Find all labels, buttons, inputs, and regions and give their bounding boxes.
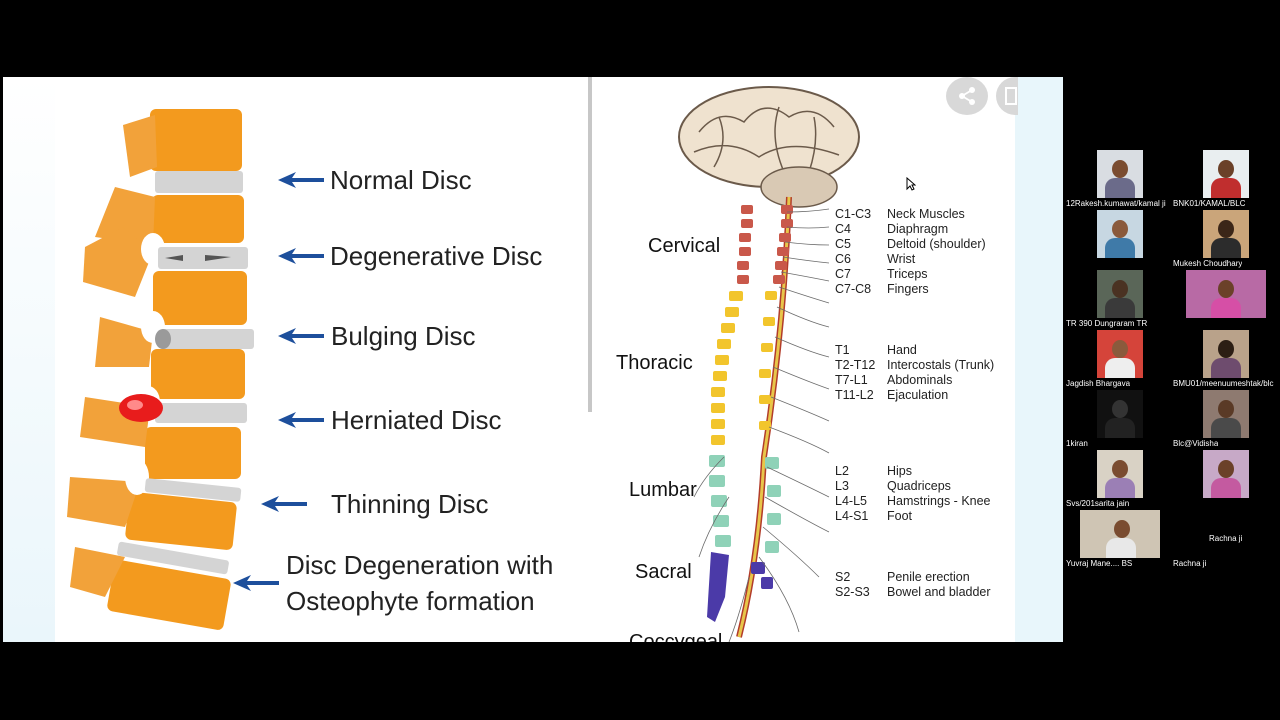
arrow-normal-disc: [278, 172, 324, 188]
participant-name: TR 390 Dungraram TR: [1066, 319, 1148, 328]
left-background-strip: [3, 77, 55, 642]
participant-name: Rachna ji: [1173, 559, 1207, 568]
nerve-code: L4-S1: [835, 509, 869, 523]
participant-name: BNK01/KAMAL/BLC: [1173, 199, 1246, 208]
nerve-code: S2: [835, 570, 851, 584]
nerve-code: C7-C8: [835, 282, 872, 296]
nerve-function: Bowel and bladder: [887, 585, 991, 599]
region-thoracic: Thoracic: [616, 352, 693, 374]
participant-name: Mukesh Choudhary: [1173, 259, 1243, 268]
nerve-code: C4: [835, 222, 851, 236]
nerve-function: Hips: [887, 464, 913, 478]
exit-icon: [1005, 87, 1017, 105]
participant-tile[interactable]: Svs/201sarita jain: [1066, 450, 1173, 510]
participant-tile[interactable]: TR 390 Dungraram TR: [1066, 270, 1173, 330]
nerve-code: T7-L1: [835, 373, 868, 387]
exit-fullscreen-button[interactable]: [996, 77, 1018, 115]
nerve-code: C7: [835, 267, 851, 281]
spine-disc-illustration: [67, 109, 254, 630]
slide-divider: [588, 77, 592, 412]
shared-slide: Normal Disc Degenerative Disc Bulging Di…: [3, 77, 1063, 642]
arrow-degenerative-disc: [278, 248, 324, 264]
label-herniated-disc: Herniated Disc: [331, 405, 502, 435]
participant-placeholder-name: Rachna ji: [1209, 534, 1243, 543]
nerve-code: T11-L2: [835, 388, 874, 402]
arrow-bulging-disc: [278, 328, 324, 344]
arrow-osteophyte-disc: [233, 575, 279, 591]
nerve-code: C6: [835, 252, 851, 266]
mouse-cursor-icon: [906, 177, 916, 191]
nerve-function: Diaphragm: [887, 222, 949, 236]
participant-name: Blc@Vidisha: [1173, 439, 1219, 448]
label-degenerative-disc: Degenerative Disc: [330, 241, 543, 271]
nerve-function: Quadriceps: [887, 479, 951, 493]
participant-tile[interactable]: 1kiran: [1066, 390, 1173, 450]
nerve-function: Neck Muscles: [887, 207, 965, 221]
nerve-function: Foot: [887, 509, 913, 523]
participant-tile[interactable]: [1066, 210, 1173, 270]
arrow-herniated-disc: [278, 412, 324, 428]
region-lumbar: Lumbar: [629, 479, 697, 501]
right-background-strip: [1015, 77, 1063, 642]
participant-name: 1kiran: [1066, 439, 1088, 448]
nerve-function: Wrist: [887, 252, 916, 266]
nerve-code: C5: [835, 237, 851, 251]
nerve-code: T1: [835, 343, 850, 357]
participant-tile[interactable]: BNK01/KAMAL/BLC: [1173, 150, 1280, 210]
nerve-code: L2: [835, 464, 849, 478]
participant-tile[interactable]: BMU01/meenuumeshtak/blc: [1173, 330, 1280, 390]
nerve-function: Hand: [887, 343, 917, 357]
participant-tile[interactable]: Mukesh Choudhary: [1173, 210, 1280, 270]
nerve-function: Fingers: [887, 282, 929, 296]
participant-name: BMU01/meenuumeshtak/blc: [1173, 379, 1274, 388]
participant-tile[interactable]: Jagdish Bhargava: [1066, 330, 1173, 390]
participant-tile[interactable]: 12Rakesh.kumawat/kamal ji: [1066, 150, 1173, 210]
disc-types-panel: Normal Disc Degenerative Disc Bulging Di…: [3, 77, 588, 642]
participant-name: 12Rakesh.kumawat/kamal ji: [1066, 199, 1166, 208]
participant-name: Svs/201sarita jain: [1066, 499, 1130, 508]
share-button[interactable]: [946, 77, 988, 115]
region-coccygeal: Coccygeal: [629, 631, 723, 642]
participant-gallery: 12Rakesh.kumawat/kamal ji BNK01/KAMAL/BL…: [1066, 150, 1280, 570]
share-icon: [959, 87, 975, 105]
nerve-code: L3: [835, 479, 849, 493]
label-thinning-disc: Thinning Disc: [331, 489, 489, 519]
region-sacral: Sacral: [635, 561, 692, 583]
nerve-function: Deltoid (shoulder): [887, 237, 986, 251]
participant-tile[interactable]: Rachna ji Rachna ji: [1173, 510, 1280, 570]
spinal-nerves-panel: Cervical Thoracic Lumbar Sacral Coccygea…: [599, 77, 1063, 642]
nerve-code: S2-S3: [835, 585, 870, 599]
participant-tile[interactable]: [1173, 450, 1280, 510]
nerve-function: Penile erection: [887, 570, 970, 584]
vertebra-column: [107, 109, 247, 630]
participant-name: Yuvraj Mane.... BS: [1066, 559, 1133, 568]
nerve-function: Triceps: [887, 267, 928, 281]
participant-tile[interactable]: [1186, 270, 1280, 330]
participant-tile[interactable]: Yuvraj Mane.... BS: [1066, 510, 1173, 570]
nerve-code: C1-C3: [835, 207, 872, 221]
label-bulging-disc: Bulging Disc: [331, 321, 476, 351]
label-normal-disc: Normal Disc: [330, 165, 472, 195]
nerve-code: L4-L5: [835, 494, 867, 508]
nerve-function: Ejaculation: [887, 388, 949, 402]
nerve-function: Abdominals: [887, 373, 953, 387]
nerve-function: Intercostals (Trunk): [887, 358, 995, 372]
arrow-thinning-disc: [261, 496, 307, 512]
label-osteophyte-formation: Osteophyte formation: [286, 586, 535, 616]
region-cervical: Cervical: [648, 235, 721, 257]
nerve-code: T2-T12: [835, 358, 876, 372]
nerve-function: Hamstrings - Knee: [887, 494, 991, 508]
brain-spinal-cord-illustration: [678, 86, 860, 642]
participant-name: Jagdish Bhargava: [1066, 379, 1131, 388]
participant-tile[interactable]: Blc@Vidisha: [1173, 390, 1280, 450]
label-disc-degeneration: Disc Degeneration with: [286, 550, 554, 580]
